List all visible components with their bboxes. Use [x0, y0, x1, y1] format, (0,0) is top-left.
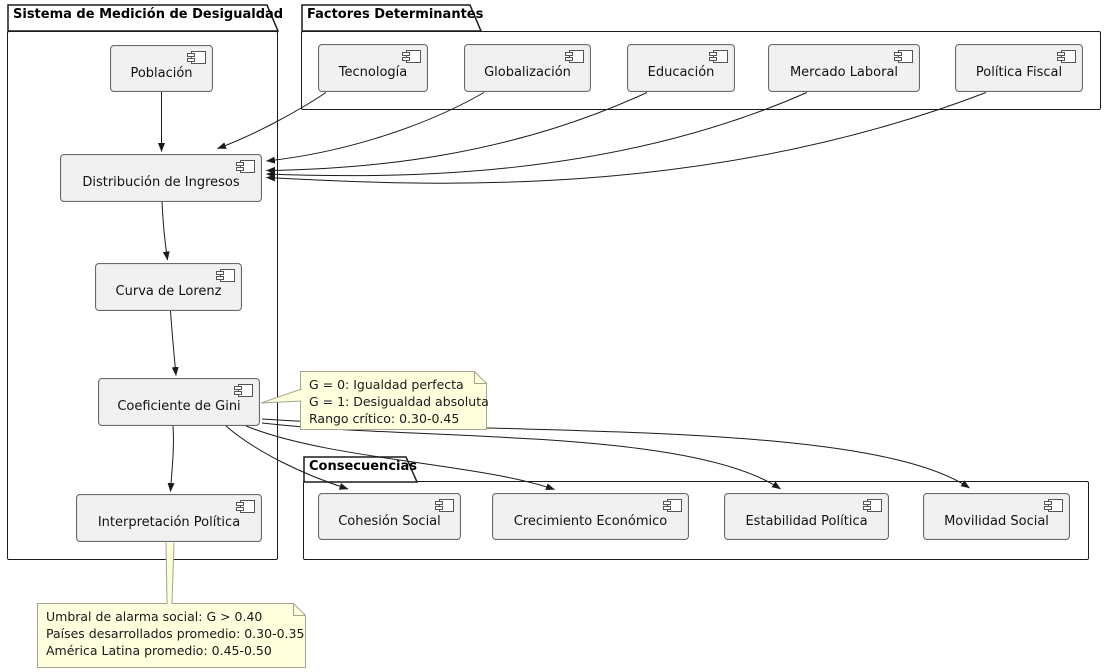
component-politica-fiscal: Política Fiscal	[955, 44, 1083, 92]
component-globalizacion: Globalización	[464, 44, 591, 92]
component-label: Interpretación Política	[97, 515, 241, 530]
component-icon	[863, 499, 882, 512]
component-cohesion-social: Cohesión Social	[318, 493, 461, 540]
note-line: Umbral de alarma social: G > 0.40	[46, 609, 263, 624]
component-interpretacion-politica: Interpretación Política	[76, 494, 262, 542]
component-mercado-laboral: Mercado Laboral	[768, 44, 920, 92]
component-icon	[1057, 50, 1076, 63]
package-sistema-tab: Sistema de Medición de Desigualdad	[7, 4, 283, 32]
note-line: G = 0: Igualdad perfecta	[309, 377, 464, 392]
component-label: Estabilidad Política	[745, 513, 868, 529]
note-shape	[300, 371, 487, 430]
note-line: América Latina promedio: 0.45-0.50	[46, 643, 272, 658]
component-icon	[435, 499, 454, 512]
note-shape	[37, 603, 306, 668]
component-movilidad-social: Movilidad Social	[923, 493, 1070, 540]
package-tab-shape	[7, 4, 279, 32]
note-line: G = 1: Desigualdad absoluta	[309, 394, 489, 409]
component-poblacion: Población	[110, 45, 213, 92]
component-educacion: Educación	[627, 44, 735, 92]
component-label: Política Fiscal	[975, 65, 1063, 80]
package-tab-shape	[301, 4, 483, 32]
package-sistema-title: Sistema de Medición de Desigualdad	[13, 7, 284, 22]
note-text: G = 0: Igualdad perfecta G = 1: Desigual…	[309, 376, 489, 427]
package-consecuencias-tab: Consecuencias	[303, 456, 421, 483]
component-icon	[234, 384, 253, 397]
package-consecuencias-title: Consecuencias	[309, 459, 417, 474]
component-estabilidad-politica: Estabilidad Política	[724, 493, 889, 540]
package-factores-title: Factores Determinantes	[307, 7, 484, 22]
component-curva-de-lorenz: Curva de Lorenz	[95, 263, 242, 311]
component-icon	[565, 50, 584, 63]
package-factores-tab: Factores Determinantes	[301, 4, 483, 32]
component-icon	[236, 160, 255, 173]
component-tecnologia: Tecnología	[318, 44, 428, 92]
note-interpretacion: Umbral de alarma social: G > 0.40 Países…	[37, 603, 306, 668]
note-line: Países desarrollados promedio: 0.30-0.35	[46, 626, 305, 641]
component-icon	[1044, 499, 1063, 512]
note-gini: G = 0: Igualdad perfecta G = 1: Desigual…	[300, 371, 489, 430]
component-icon	[236, 500, 255, 513]
component-icon	[187, 51, 206, 64]
component-coeficiente-de-gini: Coeficiente de Gini	[98, 378, 260, 426]
component-distribucion-de-ingresos: Distribución de Ingresos	[60, 154, 262, 202]
component-icon	[216, 269, 235, 282]
component-label: Globalización	[484, 65, 571, 80]
component-label: Crecimiento Económico	[513, 513, 668, 529]
component-crecimiento-economico: Crecimiento Económico	[492, 493, 689, 540]
component-icon	[663, 499, 682, 512]
component-label: Coeficiente de Gini	[117, 399, 241, 414]
component-label: Cohesión Social	[338, 513, 441, 529]
note-text: Umbral de alarma social: G > 0.40 Países…	[46, 608, 304, 659]
component-label: Educación	[647, 65, 715, 80]
component-icon	[894, 50, 913, 63]
component-label: Mercado Laboral	[789, 65, 899, 80]
component-label: Curva de Lorenz	[115, 284, 222, 299]
component-icon	[402, 50, 421, 63]
component-label: Distribución de Ingresos	[82, 175, 240, 190]
component-label: Movilidad Social	[944, 513, 1049, 529]
component-label: Población	[130, 65, 193, 81]
note-line: Rango crítico: 0.30-0.45	[309, 411, 460, 426]
component-label: Tecnología	[338, 65, 408, 80]
component-icon	[709, 50, 728, 63]
